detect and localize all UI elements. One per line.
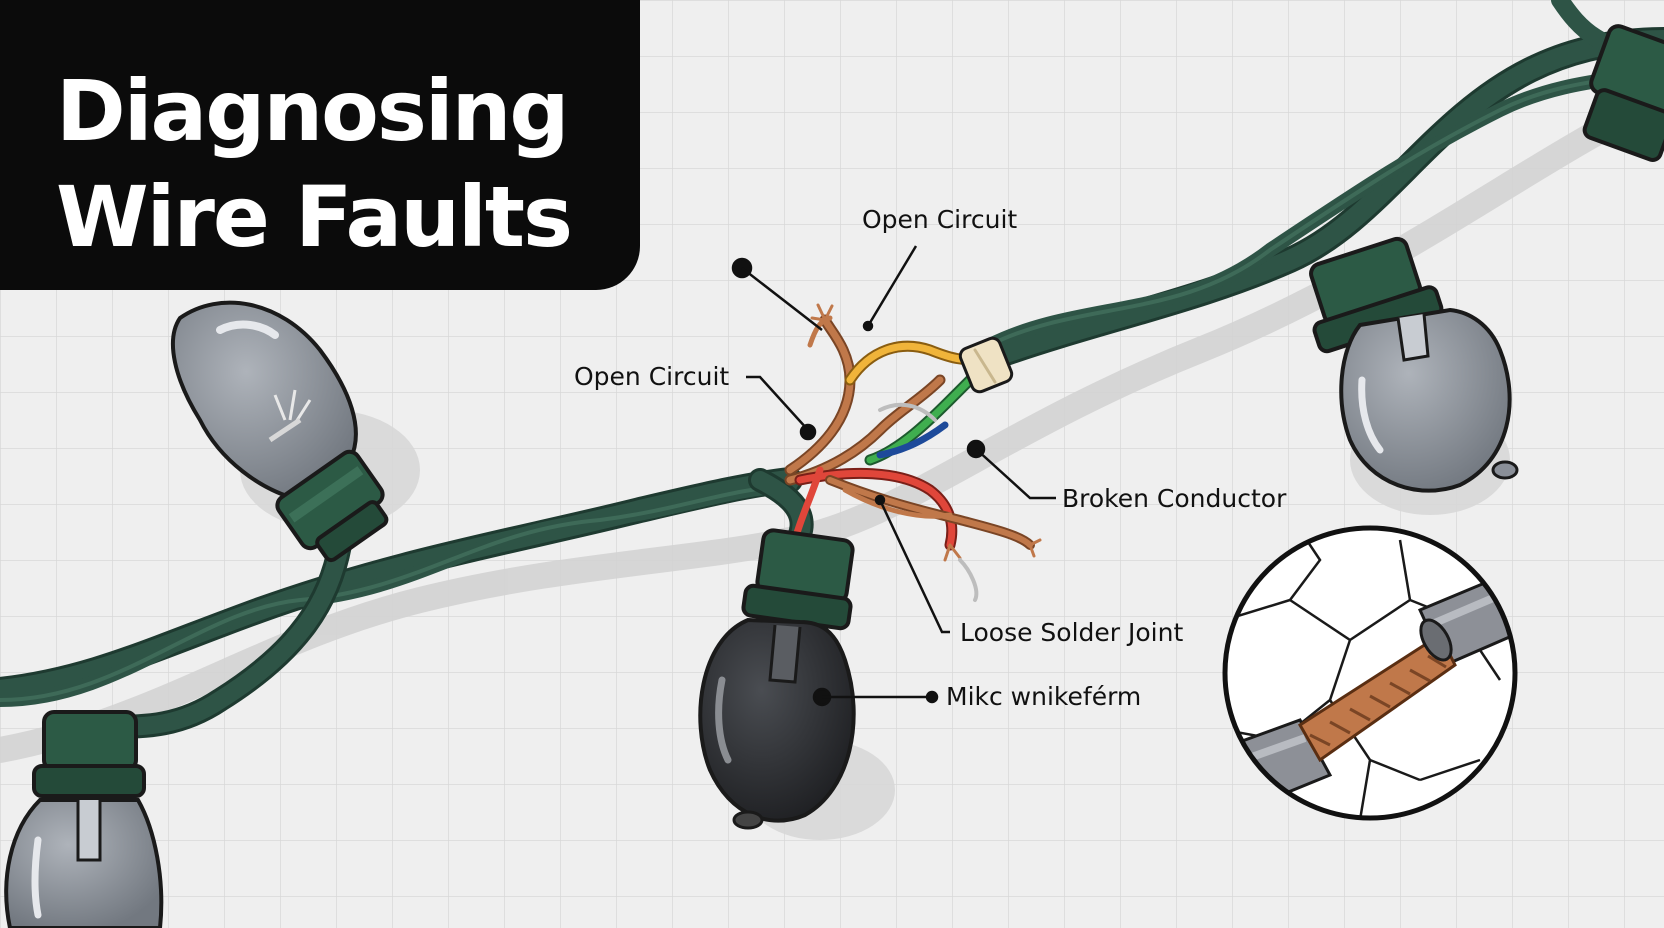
title-line-1: Diagnosing bbox=[56, 62, 570, 160]
title-line-2: Wire Faults bbox=[56, 168, 573, 266]
magnified-wire-inset bbox=[1222, 525, 1518, 821]
clear-bulb-bottom-left bbox=[4, 710, 164, 928]
dark-bulb-center bbox=[698, 528, 856, 830]
label-garbled: Mikc wnikeférm bbox=[946, 682, 1142, 711]
label-open-circuit-top: Open Circuit bbox=[862, 205, 1018, 234]
title-panel: Diagnosing Wire Faults bbox=[0, 0, 640, 290]
label-loose-solder-joint: Loose Solder Joint bbox=[960, 618, 1184, 647]
clear-bulb-right bbox=[1309, 236, 1519, 493]
label-broken-conductor: Broken Conductor bbox=[1062, 484, 1287, 513]
socket-top-right bbox=[1582, 24, 1664, 162]
label-open-circuit-left: Open Circuit bbox=[574, 362, 730, 391]
damaged-wire-junction bbox=[784, 303, 1042, 602]
clear-bulb-left bbox=[171, 300, 389, 563]
callout-leaders bbox=[731, 245, 1056, 707]
